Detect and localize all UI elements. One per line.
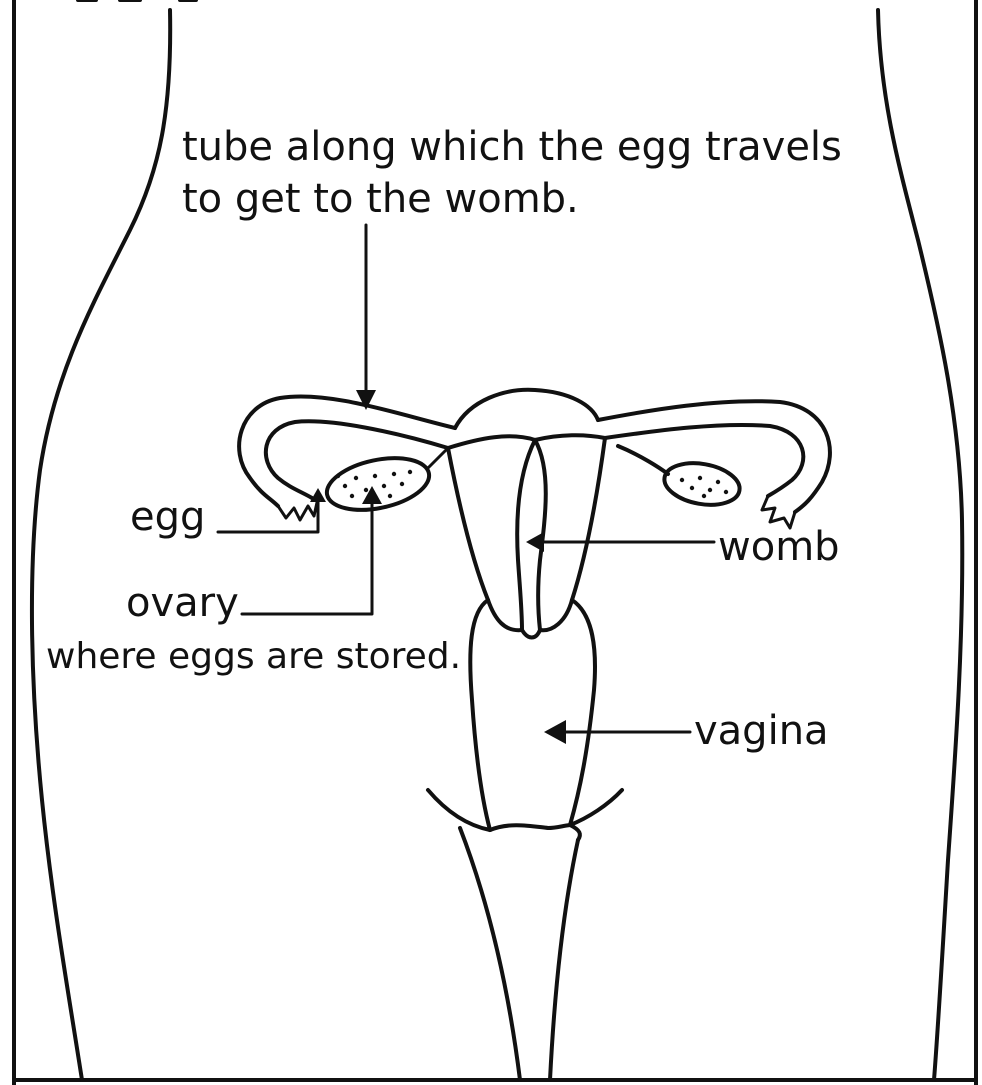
tube-label-line2: to get to the womb.	[182, 176, 579, 222]
fallopian-tube-left-inner	[266, 421, 448, 498]
vaginal-opening	[490, 825, 570, 830]
cervix-inner	[522, 630, 540, 638]
ovary-right-egg-specks	[680, 476, 728, 498]
uterus-fundus-inner	[448, 435, 605, 448]
cervix-right	[540, 600, 572, 630]
uterus-right-wall	[572, 438, 605, 600]
ovary-label: ovary	[126, 580, 239, 626]
cervix-left	[488, 600, 522, 630]
womb-pointer	[526, 532, 714, 552]
body-outline-left	[32, 10, 170, 1080]
uterus-left-wall	[448, 448, 488, 600]
uterus-fundus	[455, 390, 598, 428]
ovary-pointer	[242, 486, 382, 614]
egg-label: egg	[130, 494, 205, 540]
inner-thigh-left	[460, 828, 520, 1080]
inner-thigh-right	[550, 840, 578, 1080]
fallopian-tube-right-inner	[605, 425, 803, 496]
womb-label: womb	[718, 524, 840, 570]
fallopian-tube-right	[598, 401, 830, 512]
ovary-left	[322, 450, 434, 519]
vagina-label: vagina	[694, 708, 829, 754]
ovary-right	[661, 458, 743, 511]
tube-label-line1: tube along which the egg travels	[182, 124, 842, 170]
vagina-right-wall	[570, 600, 595, 825]
ovarian-ligament-right	[618, 446, 668, 474]
uterine-cavity-left	[517, 440, 535, 630]
body-outline-right	[878, 10, 962, 1080]
vagina-left-wall	[470, 600, 490, 830]
tube-pointer	[356, 225, 376, 410]
ovary-description: where eggs are stored.	[46, 636, 461, 677]
ovarian-ligament-left	[428, 448, 448, 468]
vagina-pointer	[544, 720, 690, 744]
